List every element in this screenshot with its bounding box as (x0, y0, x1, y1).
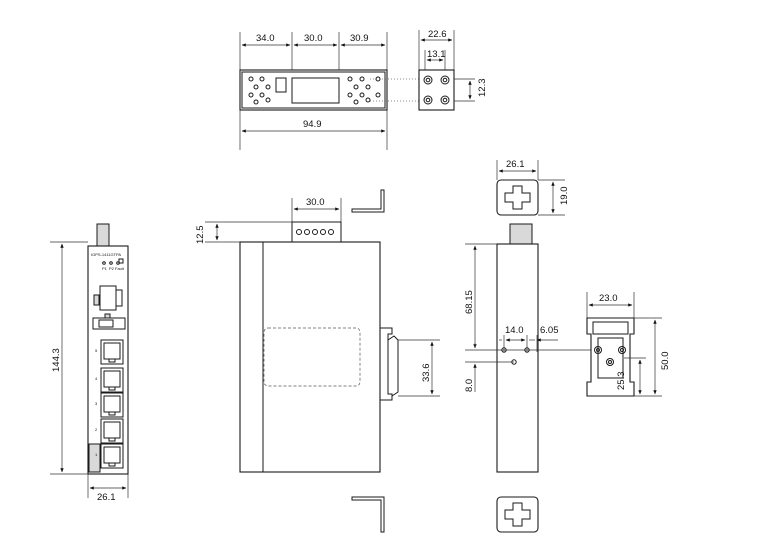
front-panel-body (87, 245, 129, 475)
side-view-body (239, 241, 381, 473)
port-number-2: 2 (95, 427, 98, 432)
dim-top-30-9: 30.9 (350, 33, 369, 44)
top-view: 34.0 30.0 30.9 94.9 (239, 32, 420, 150)
dim-clip-26-1: 26.1 (506, 159, 525, 170)
rj45-port-3 (100, 392, 124, 418)
right-side-body (496, 243, 539, 473)
dim-din-25-3: 25.3 (616, 372, 627, 391)
dim-front-144-3: 144.3 (51, 348, 62, 372)
dim-front-26-1: 26.1 (97, 492, 116, 503)
dim-top-94-9: 94.9 (303, 119, 322, 130)
mount-bracket-bottom (351, 496, 385, 533)
vent-holes-left (248, 76, 271, 105)
dim-right-14-0: 14.0 (505, 325, 524, 336)
led-label-p1: P1 (102, 266, 108, 271)
dim-side-33-6: 33.6 (421, 364, 432, 383)
rj45-port-2 (100, 418, 124, 444)
dim-end-12-3: 12.3 (477, 79, 488, 98)
dim-end-22-6: 22.6 (428, 29, 447, 40)
dim-top-34-0: 34.0 (256, 33, 275, 44)
din-rail-clip: 23.0 50.0 25.3 (586, 292, 671, 397)
dim-side-12-5: 12.5 (195, 226, 206, 245)
right-side-view: 68.15 14.0 6.05 8.0 (464, 223, 600, 533)
top-view-window (291, 77, 340, 104)
dim-right-68-15: 68.15 (464, 290, 475, 314)
port-number-4: 4 (95, 376, 98, 381)
front-panel-view: IGPS-1411GTPA P1 P2 Fault (50, 223, 129, 503)
rj45-port-1 (88, 443, 124, 473)
dim-end-13-1: 13.1 (427, 49, 446, 60)
led-label-fault: Fault (115, 266, 125, 271)
port-number-3: 3 (95, 401, 98, 406)
clip-top-view: 26.1 19.0 (496, 159, 570, 216)
vent-holes-right (347, 76, 381, 105)
mount-bracket-top (351, 189, 385, 213)
side-view: 30.0 12.5 33.6 (195, 189, 440, 533)
dim-side-30-0: 30.0 (306, 197, 325, 208)
dim-right-8-0: 8.0 (464, 379, 475, 392)
led-label-p2: P2 (109, 266, 115, 271)
clip-bottom-view (496, 496, 539, 533)
end-plate: 22.6 13.1 12.3 (418, 29, 488, 111)
top-view-body (239, 69, 388, 111)
dim-right-6-05: 6.05 (540, 325, 559, 336)
dim-clip-19-0: 19.0 (559, 187, 570, 206)
dim-top-30-0: 30.0 (304, 33, 323, 44)
port-number-1: 1 (95, 452, 98, 457)
dim-din-23-0: 23.0 (599, 293, 618, 304)
rj45-port-5 (100, 339, 124, 365)
rj45-port-4 (100, 367, 124, 393)
front-model-label: IGPS-1411GTPA (91, 252, 121, 257)
dim-din-50-0: 50.0 (660, 352, 671, 371)
port-number-5: 5 (95, 348, 98, 353)
